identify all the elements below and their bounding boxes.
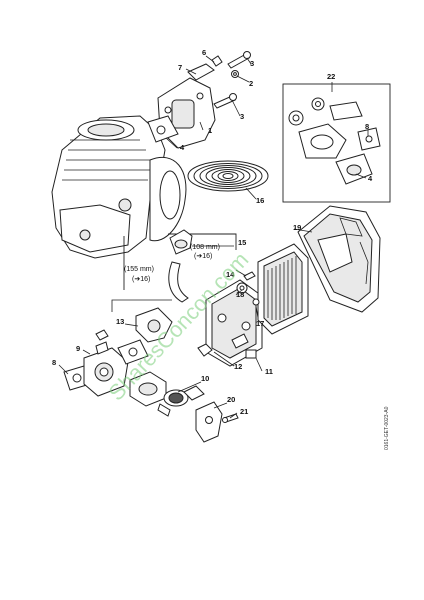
screw-21	[222, 413, 239, 423]
gasket-13-plate	[117, 339, 149, 365]
washer-2	[231, 70, 239, 78]
filter-cover	[297, 205, 381, 313]
callout-9: 9	[76, 344, 80, 353]
hose-cap	[169, 229, 193, 255]
callout-6: 6	[202, 48, 206, 57]
elbow-18	[236, 282, 248, 294]
callout-1: 1	[208, 126, 212, 135]
leader-lines	[58, 55, 369, 419]
callout-8-carb: 8	[52, 358, 56, 367]
spiral-hose	[187, 160, 269, 192]
callout-15: 15	[238, 238, 246, 247]
callout-4-kit: 4	[368, 174, 373, 183]
throttle-lever-13	[135, 307, 173, 343]
hose-pipe	[168, 261, 189, 303]
note-16-a: (➔16)	[194, 253, 212, 260]
spring-17	[252, 298, 260, 306]
callout-2: 2	[249, 79, 253, 88]
callout-12: 12	[234, 362, 242, 371]
callout-14: 14	[226, 270, 235, 279]
callout-16-spiral: 16	[256, 196, 264, 205]
callout-8-kit: 8	[365, 122, 369, 131]
linkage-9	[95, 329, 109, 341]
nut-12	[197, 343, 213, 357]
note-155mm: (155 mm)	[124, 266, 154, 273]
hose-box-top	[168, 233, 237, 250]
diagram-code: 0161-GET-0023-A0	[384, 406, 390, 450]
callout-3-lower: 3	[240, 112, 244, 121]
engine-block	[51, 115, 187, 259]
gasket-4-engine	[147, 115, 179, 143]
gasket-kit-box	[282, 83, 391, 203]
hose-notes: (108 mm) (➔16) (155 mm) (➔16)	[124, 244, 220, 283]
callout-20: 20	[227, 395, 235, 404]
callout-17: 17	[256, 319, 264, 328]
callout-7: 7	[178, 63, 182, 72]
callouts: 6 7 3 2 3 1 4 16 22 8 4 15 19 14 18 17 1…	[52, 48, 373, 416]
callout-19: 19	[293, 223, 301, 232]
callout-22: 22	[327, 72, 335, 81]
note-16-b: (➔16)	[132, 276, 150, 283]
screw-14	[243, 271, 256, 281]
callout-18: 18	[236, 290, 244, 299]
screw-3-lower	[213, 93, 237, 109]
callout-21: 21	[240, 407, 248, 416]
gasket-kit-parts	[288, 97, 381, 185]
bracket-clip	[187, 55, 223, 81]
callout-3-upper: 3	[250, 59, 254, 68]
callout-4-engine: 4	[180, 143, 185, 152]
clamp-10	[157, 389, 189, 417]
air-filter-element	[257, 243, 309, 335]
intake-boot-10	[129, 371, 167, 407]
callout-11: 11	[265, 367, 273, 376]
callout-13: 13	[116, 317, 124, 326]
carburetor	[83, 341, 129, 397]
screw-3-upper	[227, 51, 251, 69]
hose-connector	[183, 385, 205, 401]
callout-10: 10	[201, 374, 209, 383]
note-108mm: (108 mm)	[190, 244, 220, 251]
plate-20	[195, 401, 223, 443]
